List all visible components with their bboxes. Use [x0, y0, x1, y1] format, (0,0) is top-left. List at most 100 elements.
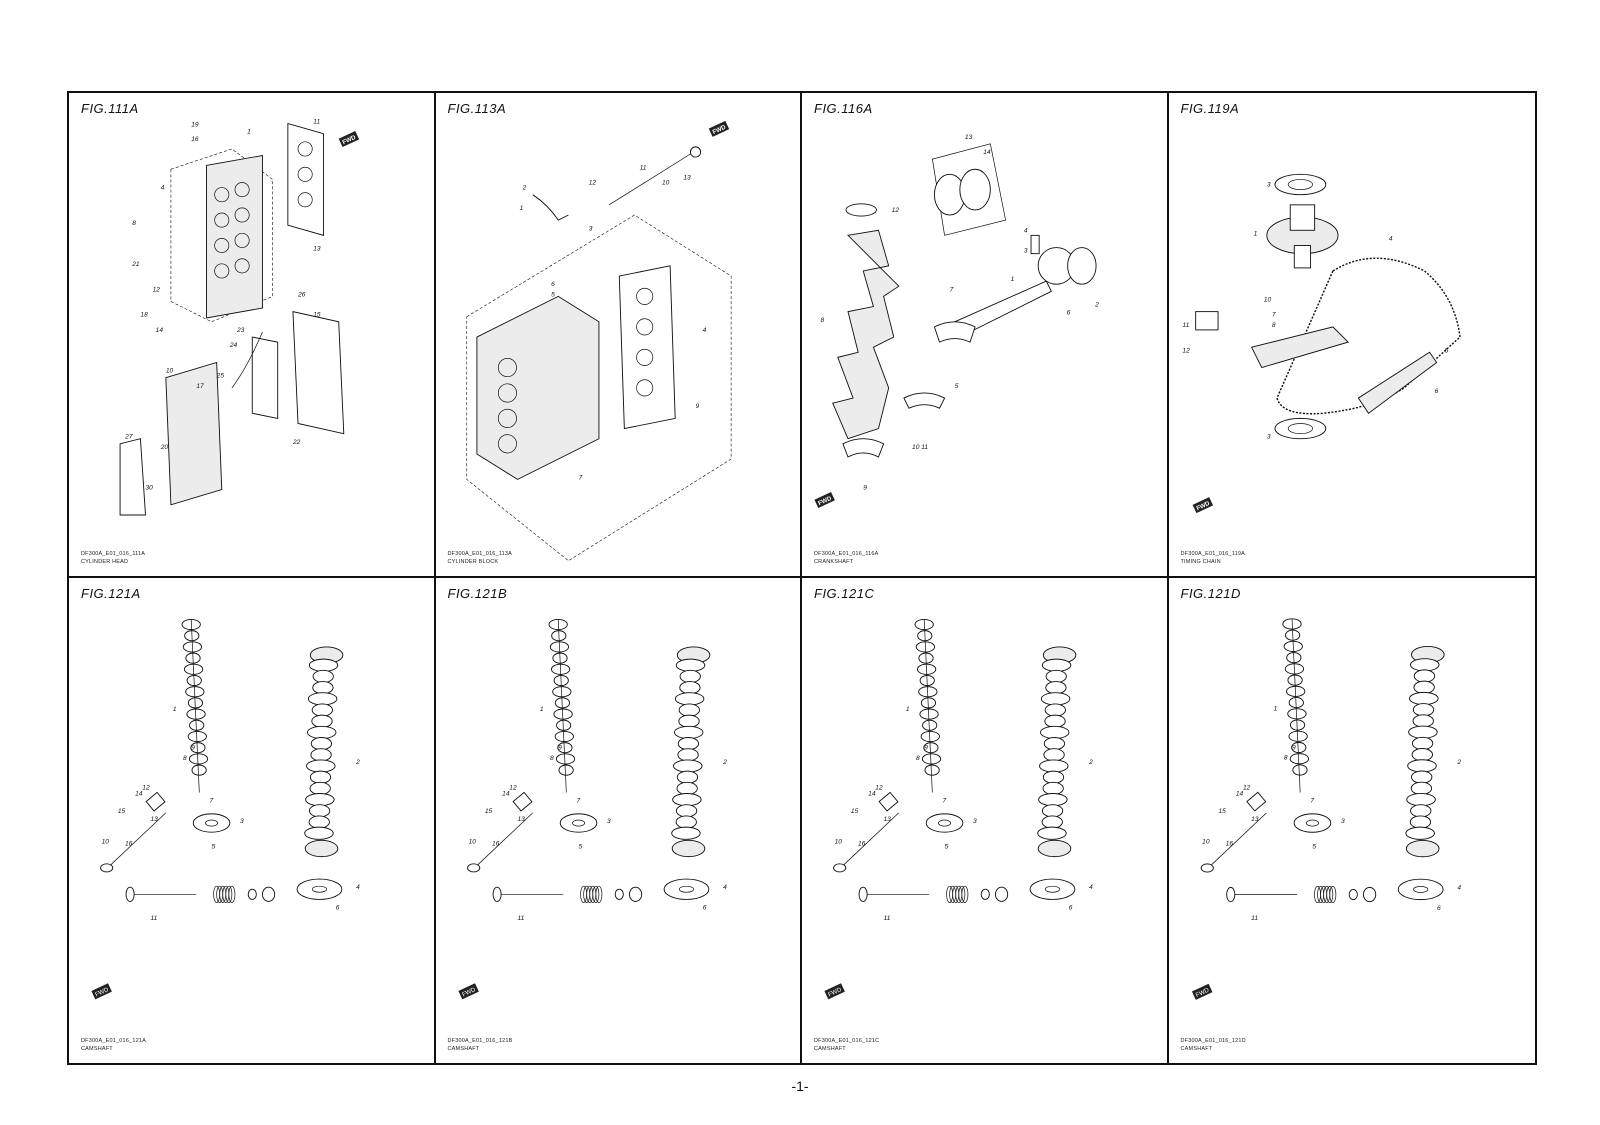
- svg-text:13: 13: [683, 174, 691, 181]
- callout-11: 11: [1251, 915, 1258, 922]
- callout-1: 1: [173, 706, 177, 713]
- svg-text:3: 3: [1266, 182, 1270, 189]
- figure-name: CAMSHAFT: [1180, 1046, 1213, 1052]
- figure-name: CRANKSHAFT: [814, 559, 854, 565]
- callout-14: 14: [135, 791, 143, 798]
- callout-16: 16: [1225, 841, 1233, 848]
- svg-text:3: 3: [1024, 248, 1028, 255]
- callout-10: 10: [835, 838, 843, 845]
- svg-text:21: 21: [131, 261, 140, 268]
- figure-name: CYLINDER BLOCK: [447, 559, 499, 565]
- svg-text:6: 6: [551, 281, 555, 288]
- svg-text:22: 22: [292, 439, 301, 446]
- svg-text:2: 2: [1094, 302, 1099, 309]
- figure-name: CYLINDER HEAD: [81, 559, 129, 565]
- callout-16: 16: [491, 840, 499, 847]
- callout-10: 10: [468, 838, 476, 845]
- svg-text:2: 2: [521, 185, 526, 192]
- callout-16: 16: [125, 840, 133, 847]
- svg-text:7: 7: [950, 286, 954, 293]
- svg-text:13: 13: [313, 246, 321, 253]
- figure-title: FIG.113A: [447, 101, 507, 116]
- svg-text:14: 14: [983, 149, 991, 156]
- callout-4: 4: [1457, 884, 1461, 891]
- svg-text:4: 4: [702, 327, 706, 334]
- callout-15: 15: [118, 808, 126, 815]
- svg-text:5: 5: [1444, 347, 1448, 354]
- callout-15: 15: [851, 808, 859, 815]
- callout-9: 9: [1292, 745, 1296, 752]
- callout-8: 8: [916, 755, 920, 762]
- callout-13: 13: [517, 816, 525, 823]
- figure-code: DF300A_E01_016_119A: [1180, 551, 1246, 557]
- svg-text:6: 6: [1067, 310, 1071, 317]
- figure-title: FIG.121A: [81, 586, 141, 601]
- figure-title: FIG.121D: [1180, 586, 1241, 601]
- svg-text:11: 11: [639, 164, 646, 171]
- callout-13: 13: [883, 816, 891, 823]
- callout-16: 16: [858, 840, 866, 847]
- callout-14: 14: [868, 791, 876, 798]
- callout-3: 3: [1341, 818, 1345, 825]
- callout-5: 5: [1312, 844, 1316, 851]
- callout-12: 12: [509, 784, 517, 791]
- figure-code: DF300A_E01_016_111A: [81, 551, 146, 557]
- callout-13: 13: [150, 816, 158, 823]
- callout-7: 7: [1310, 798, 1314, 805]
- page-number: -1-: [791, 1078, 809, 1094]
- svg-text:20: 20: [160, 444, 169, 451]
- figure-name: CAMSHAFT: [447, 1046, 480, 1052]
- callout-2: 2: [355, 759, 360, 766]
- figure-title: FIG.111A: [81, 101, 139, 116]
- svg-text:23: 23: [236, 327, 245, 334]
- callout-15: 15: [484, 808, 492, 815]
- figure-title: FIG.119A: [1180, 101, 1240, 116]
- figure-caption: DF300A_E01_016_121A CAMSHAFT: [81, 1037, 146, 1053]
- figure-caption: DF300A_E01_016_111A CYLINDER HEAD: [81, 550, 145, 566]
- svg-text:4: 4: [1388, 235, 1392, 242]
- svg-text:3: 3: [1266, 434, 1270, 441]
- callout-2: 2: [1456, 759, 1461, 766]
- callout-12: 12: [875, 784, 883, 791]
- svg-text:12: 12: [892, 207, 900, 214]
- callout-7: 7: [210, 798, 214, 805]
- figure-caption: DF300A_E01_016_113A CYLINDER BLOCK: [448, 550, 513, 566]
- callout-10: 10: [1202, 838, 1210, 845]
- figure-title: FIG.121C: [814, 586, 875, 601]
- callout-4: 4: [1089, 884, 1093, 891]
- callout-1: 1: [539, 706, 543, 713]
- figure-caption: DF300A_E01_016_121D CAMSHAFT: [1181, 1037, 1246, 1053]
- callout-8: 8: [1283, 755, 1287, 762]
- callout-11: 11: [517, 915, 524, 922]
- callout-6: 6: [1436, 905, 1440, 912]
- svg-text:27: 27: [124, 434, 133, 441]
- svg-text:7: 7: [1271, 312, 1275, 319]
- callout-14: 14: [502, 791, 510, 798]
- figure-code: DF300A_E01_016_121C: [814, 1038, 880, 1044]
- figure-caption: DF300A_E01_016_121C CAMSHAFT: [814, 1037, 879, 1053]
- svg-text:30: 30: [145, 485, 153, 492]
- svg-text:19: 19: [191, 122, 199, 129]
- svg-text:11: 11: [313, 119, 320, 126]
- callout-13: 13: [1251, 816, 1259, 823]
- callout-9: 9: [558, 745, 562, 752]
- callout-7: 7: [576, 798, 580, 805]
- callout-1: 1: [1273, 706, 1277, 713]
- callout-10: 10: [102, 838, 110, 845]
- svg-text:10: 10: [661, 180, 669, 187]
